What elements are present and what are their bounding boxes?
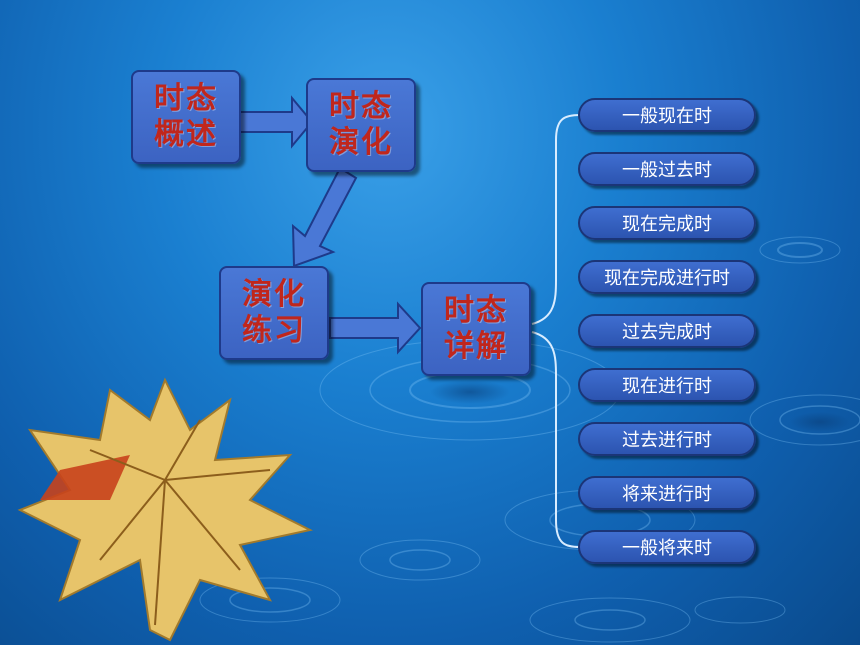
tense-item: 过去完成时: [578, 314, 756, 348]
tense-item: 将来进行时: [578, 476, 756, 510]
tense-item: 一般将来时: [578, 530, 756, 564]
tense-item: 现在完成时: [578, 206, 756, 240]
node-evolution-label: 时态演化: [329, 89, 393, 160]
tense-label: 现在完成时: [622, 214, 712, 235]
tense-label: 一般过去时: [622, 160, 712, 181]
tense-connectors: [531, 114, 581, 548]
tense-item: 过去进行时: [578, 422, 756, 456]
flow-arrows: [239, 95, 422, 355]
tense-item: 现在进行时: [578, 368, 756, 402]
tense-label: 一般将来时: [622, 538, 712, 559]
node-details: 时态详解: [421, 282, 531, 376]
tense-label: 过去完成时: [622, 322, 712, 343]
node-overview-label: 时态概述: [154, 81, 218, 152]
tense-item: 一般现在时: [578, 98, 756, 132]
node-evolution: 时态演化: [306, 78, 416, 172]
node-practice-label: 演化练习: [242, 277, 306, 348]
node-practice: 演化练习: [219, 266, 329, 360]
node-details-label: 时态详解: [444, 293, 508, 364]
tense-item: 现在完成进行时: [578, 260, 756, 294]
arrow-overview-to-evolution: [239, 95, 314, 149]
node-overview: 时态概述: [131, 70, 241, 164]
arrow-practice-to-details: [329, 301, 422, 355]
tense-label: 现在完成进行时: [604, 268, 730, 289]
arrow-evolution-to-practice: [291, 166, 358, 268]
maple-leaf-image: [17, 377, 313, 642]
tense-label: 将来进行时: [622, 484, 712, 505]
tense-label: 现在进行时: [622, 376, 712, 397]
tense-label: 过去进行时: [622, 430, 712, 451]
tense-label: 一般现在时: [622, 106, 712, 127]
tense-item: 一般过去时: [578, 152, 756, 186]
